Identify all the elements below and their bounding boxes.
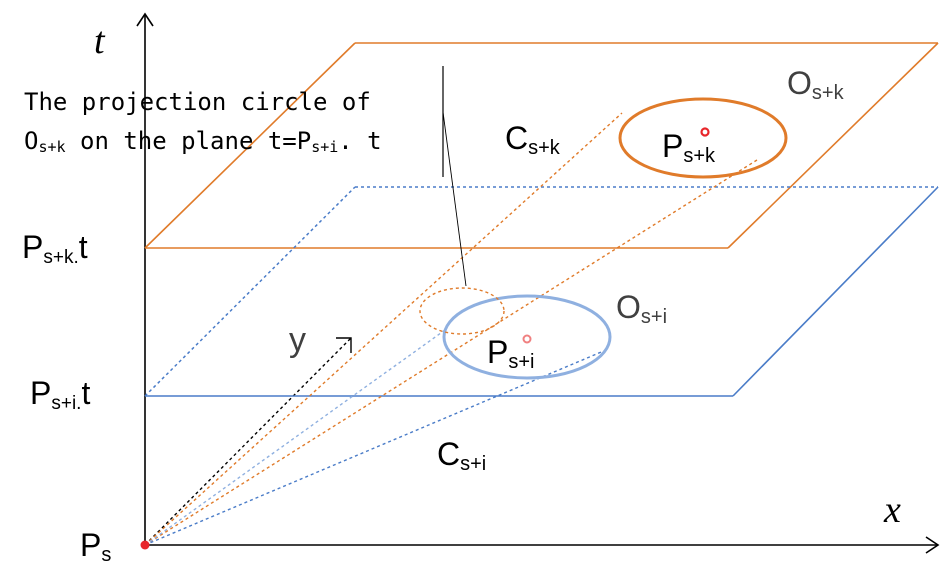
lower-circle-label: Os+i bbox=[616, 289, 667, 328]
y-axis bbox=[144, 337, 352, 546]
origin-label: Ps bbox=[80, 527, 111, 566]
y-axis-arrowhead bbox=[336, 337, 352, 353]
upper-cone-label: Cs+k bbox=[505, 120, 561, 159]
y-axis-label: y bbox=[289, 321, 306, 359]
lower-plane bbox=[144, 186, 939, 397]
lower-cone-label: Cs+i bbox=[437, 436, 486, 475]
upper-level-label: Ps+k.t bbox=[22, 229, 88, 268]
annotation-line-2: Os+k on the plane t=Ps+i. t bbox=[24, 127, 382, 156]
t-axis-arrowhead bbox=[136, 12, 154, 27]
upper-circle-label: Os+k bbox=[787, 65, 845, 104]
lower-level-label: Ps+i.t bbox=[30, 375, 90, 414]
lower-circle bbox=[442, 294, 612, 380]
x-axis-arrowhead bbox=[925, 536, 940, 554]
annotation-line-1: The projection circle of bbox=[24, 88, 371, 116]
upper-point-label: Ps+k bbox=[662, 128, 716, 167]
upper-center-point bbox=[700, 127, 710, 137]
axes bbox=[136, 12, 940, 554]
cone-lines bbox=[144, 112, 758, 546]
upper-circle bbox=[618, 97, 788, 179]
t-axis-label: t bbox=[94, 20, 106, 62]
origin-point bbox=[140, 540, 150, 550]
annotation-pointer-line bbox=[442, 111, 467, 287]
lower-point-label: Ps+i bbox=[487, 334, 534, 373]
lower-center-point bbox=[522, 334, 532, 344]
x-axis-label: x bbox=[883, 489, 901, 531]
upper-plane bbox=[144, 42, 939, 249]
projection-circle bbox=[419, 287, 505, 335]
